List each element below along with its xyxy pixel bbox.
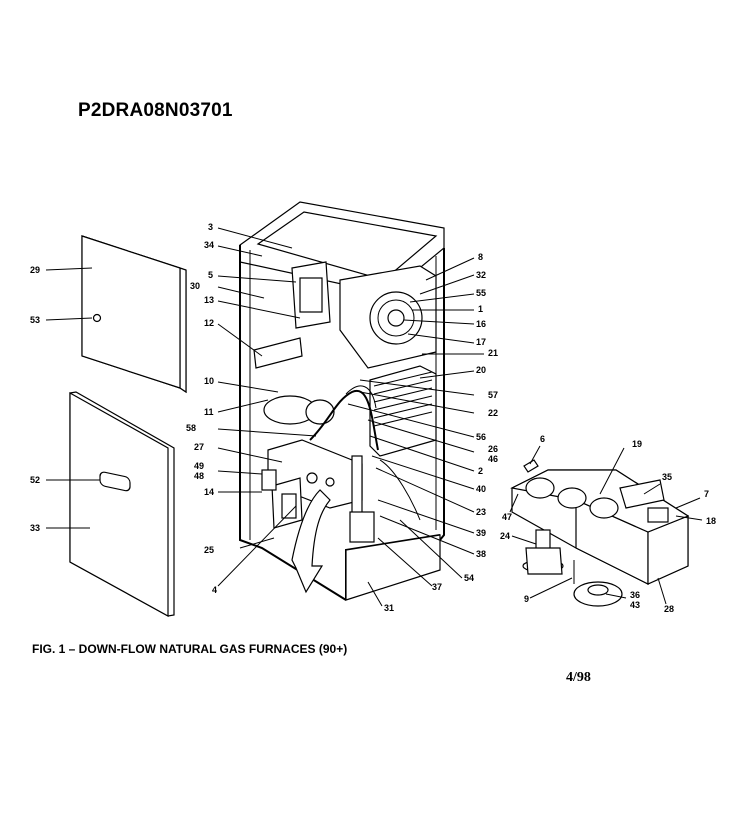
callout-38: 38 bbox=[476, 549, 486, 559]
revision-date: 4/98 bbox=[566, 670, 591, 685]
callout-4: 4 bbox=[212, 585, 217, 595]
callout-17: 17 bbox=[476, 337, 486, 347]
callout-32: 32 bbox=[476, 270, 486, 280]
callout-53: 53 bbox=[30, 315, 40, 325]
callout-27: 27 bbox=[194, 442, 204, 452]
callout-43: 43 bbox=[630, 600, 640, 610]
callout-12: 12 bbox=[204, 318, 214, 328]
callout-55: 55 bbox=[476, 288, 486, 298]
callout-9: 9 bbox=[524, 594, 529, 604]
callout-57: 57 bbox=[488, 390, 498, 400]
upper-door-panel bbox=[81, 235, 187, 394]
callout-47: 47 bbox=[502, 512, 512, 522]
callout-34: 34 bbox=[204, 240, 214, 250]
callout-33: 33 bbox=[30, 523, 40, 533]
callout-46: 46 bbox=[488, 454, 498, 464]
burner-assembly bbox=[510, 459, 690, 607]
callout-20: 20 bbox=[476, 365, 486, 375]
leader-lines bbox=[45, 227, 703, 607]
callout-5: 5 bbox=[208, 270, 213, 280]
callout-54: 54 bbox=[464, 573, 474, 583]
callout-10: 10 bbox=[204, 376, 214, 386]
callout-49: 49 bbox=[194, 461, 204, 471]
callout-25: 25 bbox=[204, 545, 214, 555]
callout-40: 40 bbox=[476, 484, 486, 494]
airflow-arrow bbox=[291, 489, 331, 594]
callout-7: 7 bbox=[704, 489, 709, 499]
callout-13: 13 bbox=[204, 295, 214, 305]
callout-26: 26 bbox=[488, 444, 498, 454]
figure-caption: FIG. 1 – DOWN-FLOW NATURAL GAS FURNACES … bbox=[32, 642, 348, 656]
callout-31: 31 bbox=[384, 603, 394, 613]
callout-24: 24 bbox=[500, 531, 510, 541]
callout-37: 37 bbox=[432, 582, 442, 592]
door-handle-slot bbox=[99, 471, 131, 492]
callout-36: 36 bbox=[630, 590, 640, 600]
callout-1: 1 bbox=[478, 304, 483, 314]
callout-2: 2 bbox=[478, 466, 483, 476]
callout-58: 58 bbox=[186, 423, 196, 433]
callout-29: 29 bbox=[30, 265, 40, 275]
callout-labels: 29 53 52 33 3 34 5 30 13 12 10 11 58 27 … bbox=[30, 222, 716, 614]
furnace-cabinet bbox=[239, 201, 445, 601]
callout-11: 11 bbox=[204, 407, 214, 417]
callout-6: 6 bbox=[540, 434, 545, 444]
callout-52: 52 bbox=[30, 475, 40, 485]
callout-3: 3 bbox=[208, 222, 213, 232]
callout-14: 14 bbox=[204, 487, 214, 497]
callout-16: 16 bbox=[476, 319, 486, 329]
callout-30: 30 bbox=[190, 281, 200, 291]
callout-22: 22 bbox=[488, 408, 498, 418]
callout-35: 35 bbox=[662, 472, 672, 482]
callout-56: 56 bbox=[476, 432, 486, 442]
model-number: P2DRA08N03701 bbox=[78, 100, 233, 121]
callout-39: 39 bbox=[476, 528, 486, 538]
callout-18: 18 bbox=[706, 516, 716, 526]
callout-28: 28 bbox=[664, 604, 674, 614]
callout-48: 48 bbox=[194, 471, 204, 481]
panel-screw-hole bbox=[92, 313, 102, 323]
callout-19: 19 bbox=[632, 439, 642, 449]
callout-23: 23 bbox=[476, 507, 486, 517]
lower-door-panel bbox=[69, 391, 175, 618]
callout-21: 21 bbox=[488, 348, 498, 358]
callout-8: 8 bbox=[478, 252, 483, 262]
